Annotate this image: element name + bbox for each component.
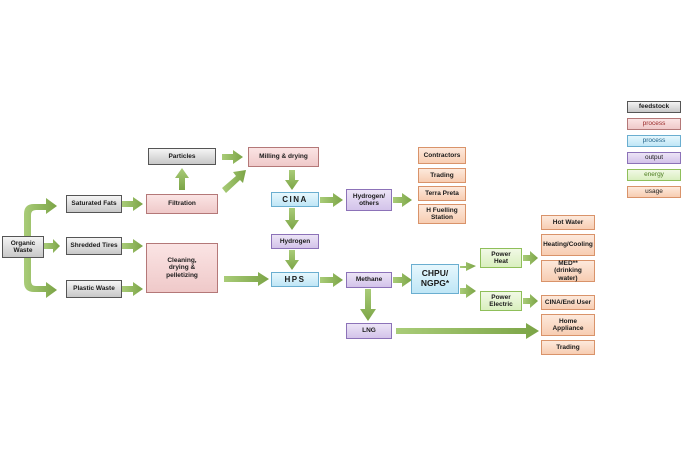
- node-med-drinking-water: MED** (drinking water): [541, 260, 595, 282]
- node-contractors: Contractors: [418, 147, 466, 164]
- arrow-milling-to-cina: [285, 170, 299, 190]
- arrow-cina-to-hydrogen-others: [320, 193, 343, 207]
- arrow-methane-to-lng: [360, 289, 376, 321]
- arrow-tires-to-cleaning: [122, 239, 143, 253]
- node-shredded-tires: Shredded Tires: [66, 237, 122, 255]
- node-hydrogen: Hydrogen: [271, 234, 319, 249]
- legend-energy: energy: [627, 169, 681, 181]
- arrow-particles-to-milling: [222, 150, 243, 164]
- node-particles: Particles: [148, 148, 216, 165]
- node-methane: Methane: [346, 272, 392, 288]
- node-cleaning-drying-pelletizing: Cleaning, drying & pelletizing: [146, 243, 218, 293]
- arrow-hydrogen-to-hps: [285, 250, 299, 270]
- arrow-hps-to-methane: [320, 273, 343, 287]
- legend-energy-process: process: [627, 135, 681, 147]
- arrow-lng-to-trading: [396, 323, 539, 339]
- node-lng: LNG: [346, 323, 392, 339]
- arrow-power-heat-to-usage: [523, 251, 538, 265]
- arrow-fats-to-filtration: [122, 197, 143, 211]
- arrow-organic-to-tires: [44, 239, 60, 253]
- arrow-plastic-to-cleaning: [122, 282, 143, 296]
- node-organic-waste: Organic Waste: [2, 236, 44, 258]
- legend-usage: usage: [627, 186, 681, 198]
- node-cina-end-user: CINA/End User: [541, 295, 595, 310]
- arrow-methane-to-chpu: [393, 273, 412, 287]
- arrow-power-electric-to-usage: [523, 294, 538, 308]
- arrow-filtration-to-particles: [175, 168, 189, 190]
- node-saturated-fats: Saturated Fats: [66, 195, 122, 213]
- arrow-chpu-to-power-electric: [460, 284, 476, 298]
- arrow-organic-to-fats: [24, 198, 57, 236]
- node-filtration: Filtration: [146, 194, 218, 214]
- node-cina: CINA: [271, 192, 319, 207]
- legend-output: output: [627, 152, 681, 164]
- arrow-hydrogen-others-to-usage: [393, 193, 412, 207]
- node-trading-1: Trading: [418, 168, 466, 183]
- node-hot-water: Hot Water: [541, 215, 595, 230]
- node-heating-cooling: Heating/Cooling: [541, 234, 595, 256]
- node-plastic-waste: Plastic Waste: [66, 280, 122, 298]
- arrow-filtration-to-milling: [222, 170, 246, 193]
- node-hps: HPS: [271, 272, 319, 287]
- arrow-chpu-to-power-heat: [460, 262, 476, 271]
- node-terra-preta: Terra Preta: [418, 186, 466, 201]
- node-milling-drying: Milling & drying: [248, 147, 319, 167]
- node-chpu-ngpg: CHPU/ NGPG*: [411, 264, 459, 294]
- arrow-cina-to-hydrogen: [285, 208, 299, 230]
- node-power-heat: Power Heat: [480, 248, 522, 268]
- node-h-fuelling-station: H Fuelling Station: [418, 204, 466, 224]
- legend-process: process: [627, 118, 681, 130]
- node-home-appliance: Home Appliance: [541, 314, 595, 336]
- node-power-electric: Power Electric: [480, 291, 522, 311]
- arrow-organic-to-plastic: [24, 258, 57, 298]
- node-trading-2: Trading: [541, 340, 595, 355]
- legend-feedstock: feedstock: [627, 101, 681, 113]
- node-hydrogen-others: Hydrogen/ others: [346, 189, 392, 211]
- arrow-cleaning-to-hps: [224, 272, 269, 286]
